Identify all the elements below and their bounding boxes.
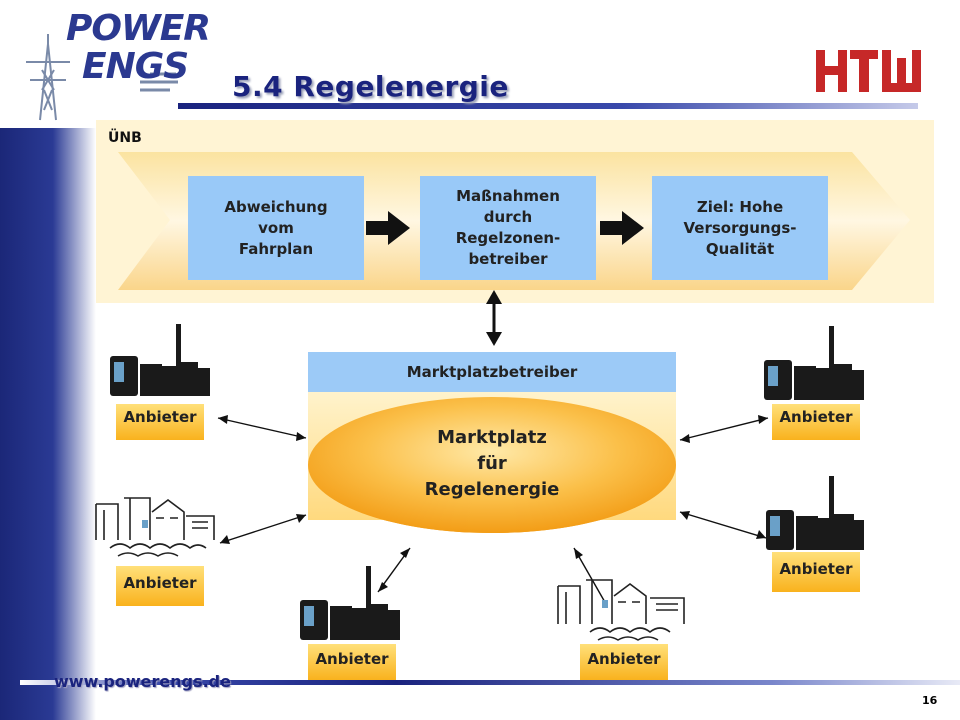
marketplace-title-line3: Regelenergie bbox=[424, 479, 560, 500]
logo-text-engs: ENGS bbox=[82, 46, 189, 87]
power-plant-icon bbox=[110, 324, 210, 396]
left-decorative-band bbox=[0, 128, 96, 720]
provider-label: Anbieter bbox=[308, 644, 396, 680]
flow-arrow-2 bbox=[600, 211, 644, 245]
double-arrow-vertical bbox=[486, 290, 502, 346]
process-box-goal: Ziel: Hohe Versorgungs- Qualität bbox=[652, 176, 828, 280]
marketplace-title-line1: Marktplatz bbox=[437, 427, 547, 448]
page-number: 16 bbox=[922, 694, 938, 707]
provider-label: Anbieter bbox=[116, 404, 204, 440]
logo-text-power: POWER bbox=[66, 8, 211, 49]
power-plant-icon bbox=[764, 326, 864, 400]
provider-label: Anbieter bbox=[116, 566, 204, 606]
connector-arrows bbox=[217, 415, 769, 605]
factory-icon bbox=[557, 579, 685, 641]
provider-label: Anbieter bbox=[772, 404, 860, 440]
footer-line bbox=[20, 680, 960, 685]
provider-label: Anbieter bbox=[772, 552, 860, 592]
website-link[interactable]: www.powerengs.de bbox=[54, 672, 231, 691]
logo-flourish-icon bbox=[140, 72, 178, 92]
power-plant-icon bbox=[300, 566, 400, 640]
marketplace-title-line2: für bbox=[477, 453, 507, 474]
power-plant-icon bbox=[766, 476, 864, 550]
power-pylon-icon bbox=[26, 34, 70, 121]
process-box-measures: Maßnahmen durch Regelzonen- betreiber bbox=[420, 176, 596, 280]
process-box-deviation: Abweichung vom Fahrplan bbox=[188, 176, 364, 280]
flow-arrow-1 bbox=[366, 211, 410, 245]
title-underline bbox=[178, 103, 918, 109]
provider-label: Anbieter bbox=[580, 644, 668, 680]
htw-logo bbox=[816, 50, 921, 92]
page-title: 5.4 Regelenergie bbox=[232, 70, 509, 103]
uenb-label: ÜNB bbox=[108, 130, 142, 146]
marketplace-title: Marktplatz für Regelenergie bbox=[310, 425, 674, 503]
marketplace-operator-label: Marktplatzbetreiber bbox=[308, 352, 676, 392]
factory-icon bbox=[95, 497, 215, 557]
